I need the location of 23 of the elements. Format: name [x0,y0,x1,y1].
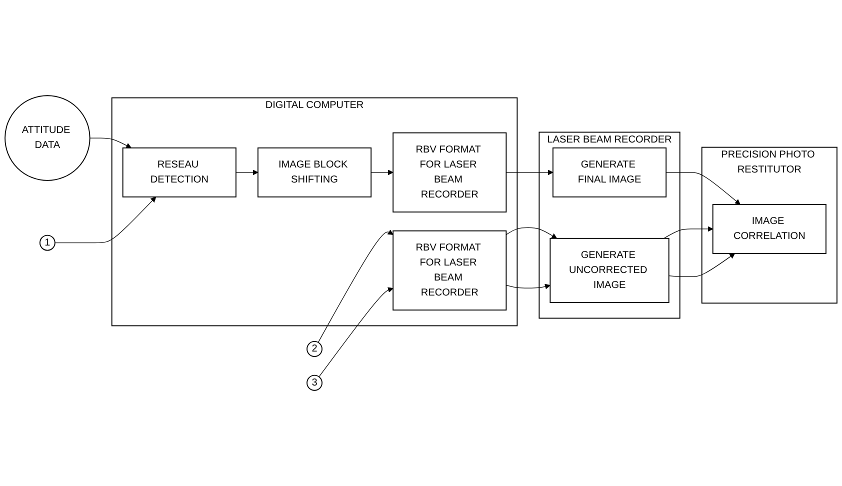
arrow [54,196,156,244]
node-circle: 2 [306,340,322,357]
node-box: RESEAU DETECTION [122,147,236,198]
node-box: IMAGE CORRELATION [712,204,826,254]
node-box: GENERATE UNCORRECTED IMAGE [550,238,670,303]
node-box: RBV FORMAT FOR LASER BEAM RECORDER [392,132,507,212]
arrow [664,226,714,239]
node-circle: ATTITUDE DATA [4,95,90,181]
node-box: IMAGE BLOCK SHIFTING [257,147,372,198]
arrow [506,170,554,176]
arrow [506,227,558,239]
node-box: RBV FORMAT FOR LASER BEAM RECORDER [392,230,507,311]
arrow [236,170,258,176]
arrow [370,170,394,176]
arrow [666,172,740,205]
arrow [318,287,394,378]
arrow [318,230,394,343]
node-circle: 1 [39,234,56,251]
arrow [506,284,550,290]
arrow [90,138,132,148]
node-circle: 3 [306,374,322,391]
arrow [668,253,735,278]
node-box: GENERATE FINAL IMAGE [552,147,667,198]
